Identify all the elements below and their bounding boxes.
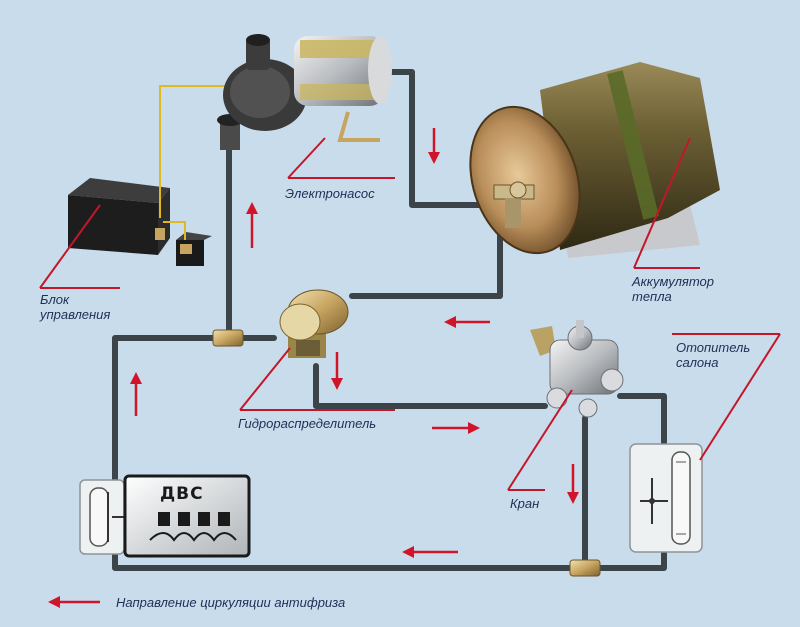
leader-lines [39, 137, 781, 491]
leader-electropump [287, 137, 395, 179]
pipe-accumulator-to-distributor [349, 222, 503, 299]
tee-fittings [212, 329, 601, 577]
pipes [112, 69, 667, 571]
label-heat-accumulator-line1: Аккумулятор [632, 274, 714, 289]
electropump [217, 34, 392, 150]
leader-accumulator [633, 137, 700, 269]
label-heat-accumulator: Аккумулятор тепла [632, 274, 714, 304]
piston-icons [149, 512, 237, 542]
pipe-pump-to-accumulator [382, 69, 483, 208]
tee-fitting-lower [569, 559, 601, 577]
red-arrow-icon [402, 546, 458, 558]
legend-arrow-icon [48, 596, 100, 608]
label-hydro-distributor: Гидрораспределитель [238, 416, 377, 431]
label-control-unit: Блок управления [40, 292, 110, 322]
control-wires [159, 85, 232, 240]
pipe-bottom-return [112, 549, 588, 571]
tee-fitting-upper [212, 329, 244, 347]
red-arrow-icon [246, 202, 258, 248]
hydro-distributor [279, 289, 349, 358]
pipe-heater-return [582, 545, 667, 571]
label-engine: ДВС [160, 484, 204, 504]
red-arrow-icon [567, 464, 579, 504]
label-cabin-heater-line1: Отопитель [676, 340, 751, 355]
heat-accumulator [469, 62, 720, 258]
label-heat-accumulator-line2: тепла [632, 289, 672, 304]
red-arrow-icon [130, 372, 142, 416]
pipe-valve-to-heater [617, 393, 667, 448]
engine [79, 474, 251, 558]
leader-valve [507, 389, 573, 491]
cabin-heater [629, 443, 703, 553]
label-valve: Кран [510, 496, 540, 511]
label-electropump: Электронасос [285, 186, 375, 201]
leader-cabin-heater [672, 333, 781, 461]
label-control-unit-line2: управления [40, 307, 111, 322]
leader-control-unit [39, 204, 120, 289]
red-arrow-icon [428, 128, 440, 164]
leader-distributor [239, 347, 395, 411]
label-cabin-heater-line2: салона [676, 355, 719, 370]
label-cabin-heater: Отопитель салона [676, 340, 750, 370]
label-control-unit-line1: Блок [40, 292, 70, 307]
valve [530, 320, 624, 418]
pipe-left-loop [112, 335, 232, 495]
control-unit [68, 178, 212, 266]
red-arrow-icon [432, 422, 480, 434]
legend-text: Направление циркуляции антифриза [116, 595, 346, 610]
pipe-distributor-to-valve [313, 363, 548, 409]
red-arrow-icon [331, 352, 343, 390]
flow-arrows [48, 128, 579, 608]
red-arrow-icon [444, 316, 490, 328]
